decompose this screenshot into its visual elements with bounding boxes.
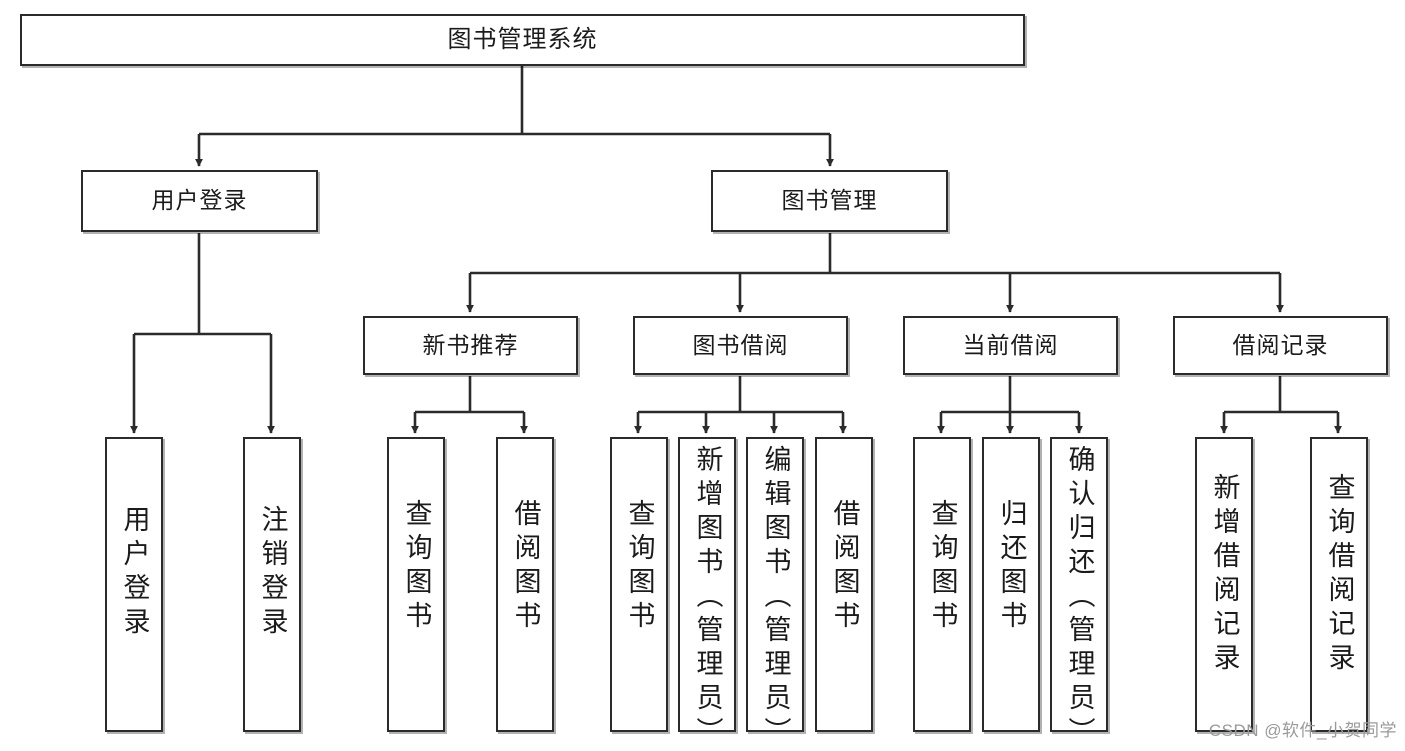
node-label: 查询图书	[401, 499, 432, 635]
leaf-edit-book-admin[interactable]: 编辑图书（管理员）	[746, 437, 804, 751]
node-label: 编辑图书（管理员）	[760, 445, 791, 751]
node-label: 查询图书	[927, 499, 958, 635]
leaf-query-borrow-record[interactable]: 查询借阅记录	[1310, 437, 1368, 732]
node-root-book-management-system[interactable]: 图书管理系统	[20, 14, 1025, 66]
node-book-management[interactable]: 图书管理	[711, 170, 948, 232]
node-label: 确认归还（管理员）	[1064, 445, 1095, 751]
leaf-borrow-book-newbook[interactable]: 借阅图书	[496, 437, 554, 732]
node-label: 用户登录	[151, 187, 248, 214]
leaf-confirm-return-admin[interactable]: 确认归还（管理员）	[1050, 437, 1108, 751]
node-label: 查询图书	[624, 499, 655, 635]
node-label: 图书管理系统	[447, 25, 598, 53]
node-label: 当前借阅	[962, 331, 1059, 358]
node-label: 归还图书	[996, 499, 1027, 635]
node-label: 用户登录	[119, 505, 150, 641]
node-label: 图书借阅	[692, 331, 789, 358]
node-book-borrowing[interactable]: 图书借阅	[633, 316, 848, 375]
node-label: 新增借阅记录	[1209, 473, 1240, 677]
node-label: 新增图书（管理员）	[692, 445, 723, 751]
node-borrowing-record[interactable]: 借阅记录	[1173, 316, 1388, 375]
leaf-return-book[interactable]: 归还图书	[982, 437, 1040, 732]
node-label: 借阅图书	[829, 499, 860, 635]
leaf-user-login[interactable]: 用户登录	[105, 437, 163, 732]
node-label: 借阅图书	[510, 499, 541, 635]
node-new-book-recommendation[interactable]: 新书推荐	[363, 316, 578, 375]
leaf-query-book-borrow[interactable]: 查询图书	[610, 437, 668, 732]
node-current-borrowing[interactable]: 当前借阅	[903, 316, 1118, 375]
leaf-query-book-current[interactable]: 查询图书	[913, 437, 971, 732]
leaf-add-borrow-record[interactable]: 新增借阅记录	[1195, 437, 1253, 732]
node-label: 借阅记录	[1232, 331, 1329, 358]
leaf-logout[interactable]: 注销登录	[243, 437, 301, 732]
node-user-login[interactable]: 用户登录	[81, 170, 318, 232]
leaf-add-book-admin[interactable]: 新增图书（管理员）	[678, 437, 736, 751]
node-label: 图书管理	[781, 187, 878, 214]
node-label: 注销登录	[257, 505, 288, 641]
node-label: 新书推荐	[422, 331, 519, 358]
leaf-borrow-book-borrow[interactable]: 借阅图书	[815, 437, 873, 732]
leaf-query-book-newbook[interactable]: 查询图书	[387, 437, 445, 732]
node-label: 查询借阅记录	[1324, 473, 1355, 677]
